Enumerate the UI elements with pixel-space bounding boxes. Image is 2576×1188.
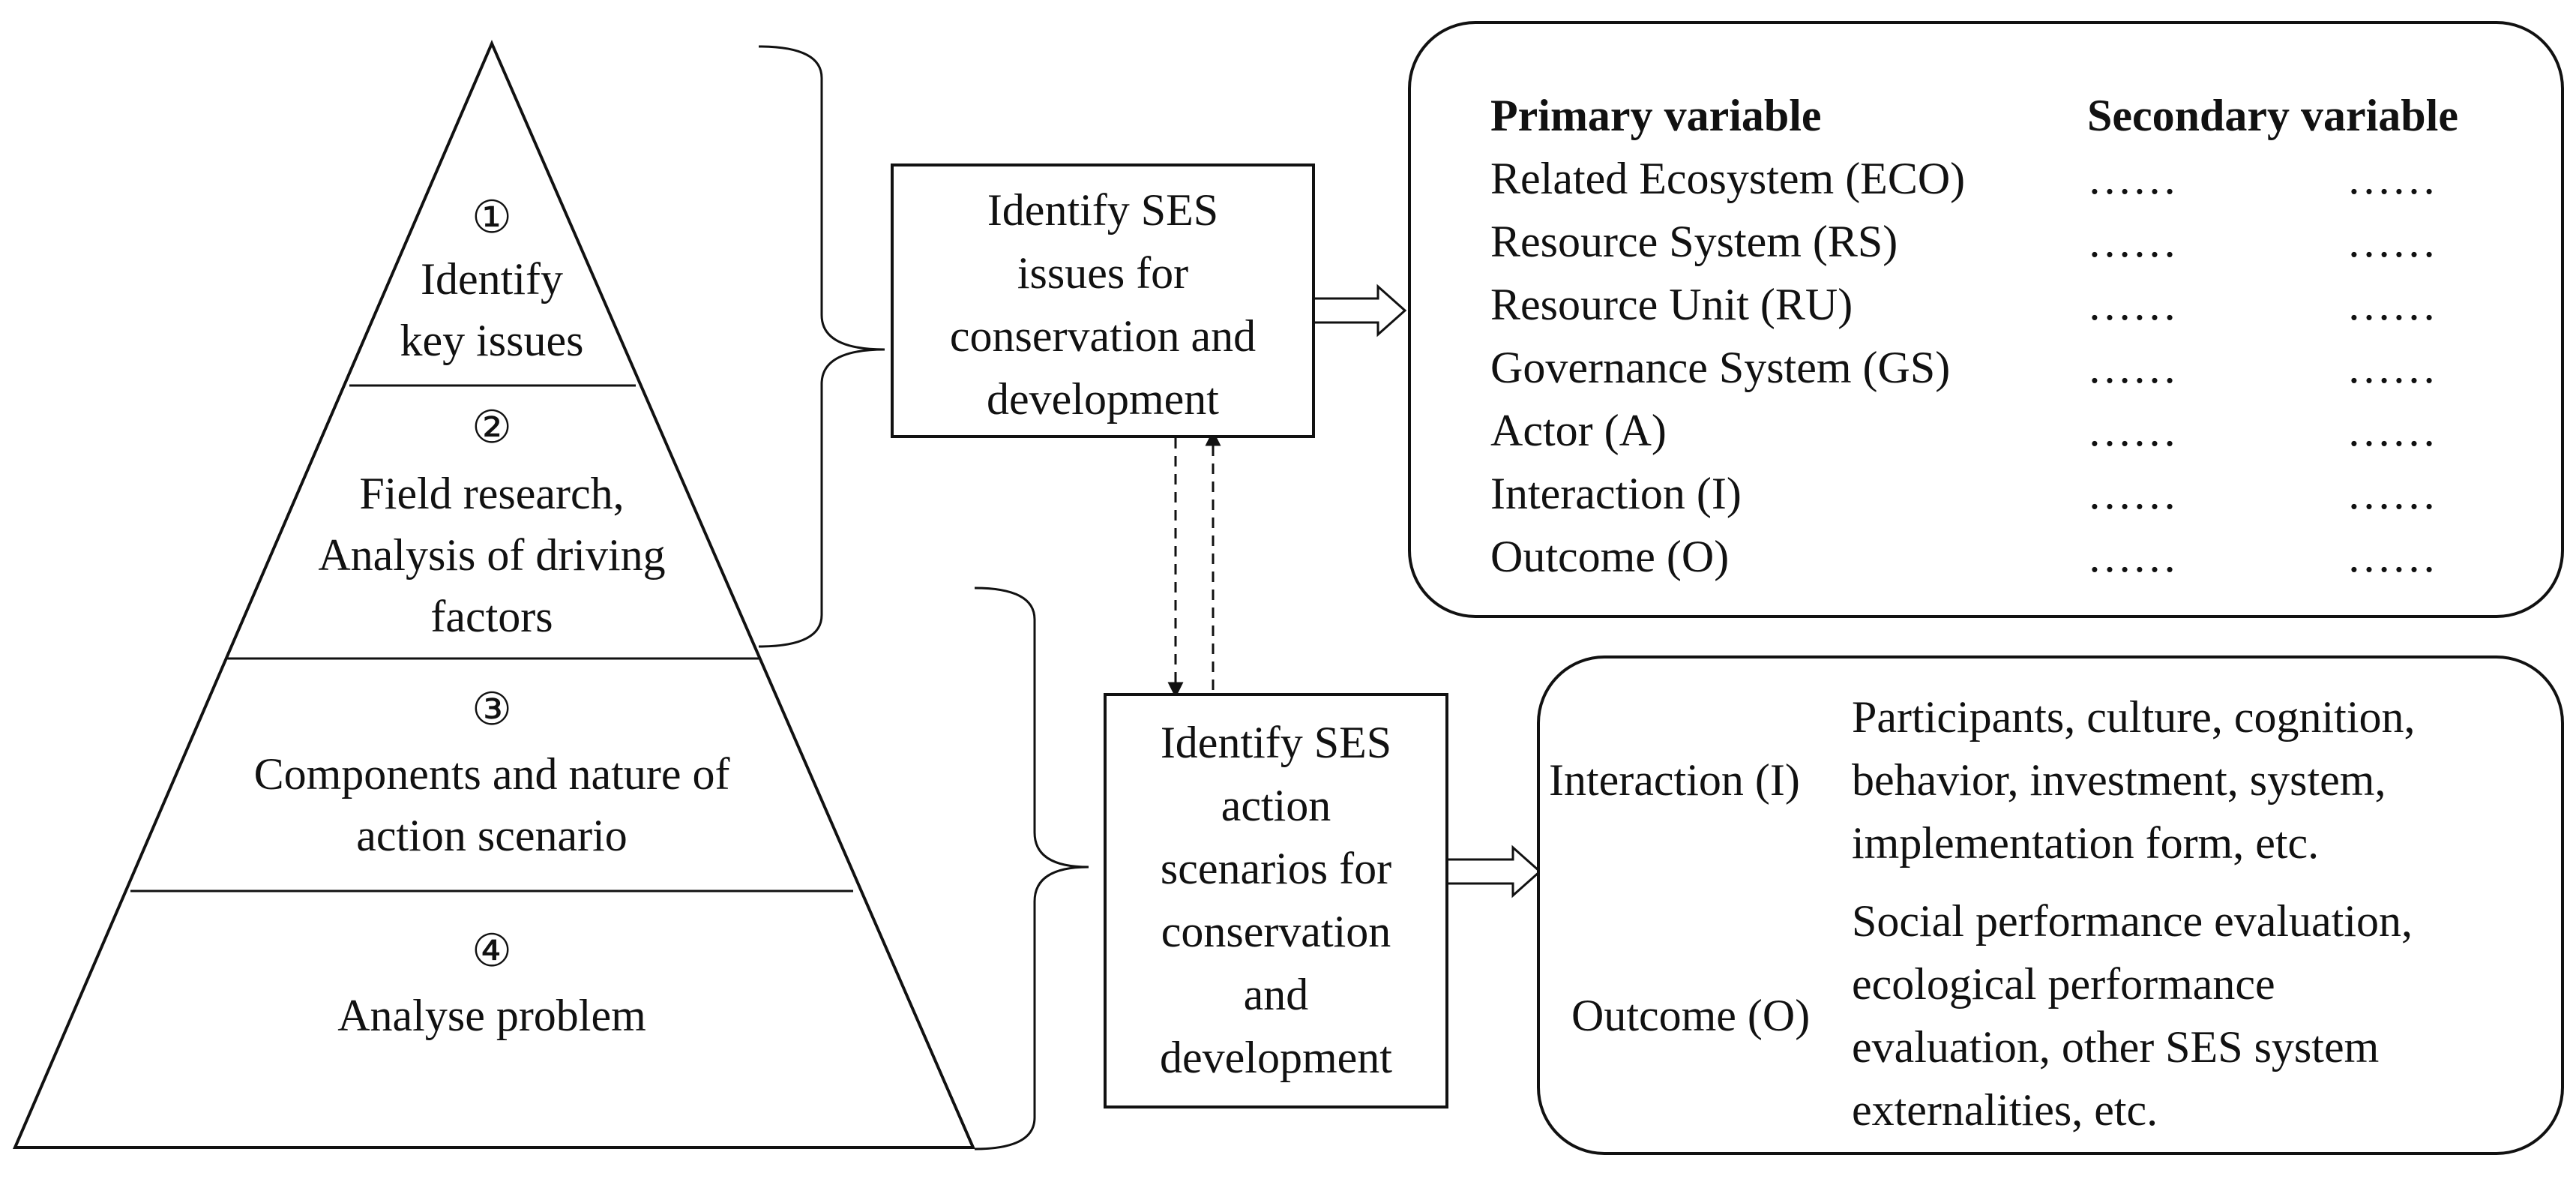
- secondary-dots: ……: [2347, 217, 2437, 266]
- secondary-dots: ……: [2347, 469, 2437, 518]
- issues-box-line: development: [987, 374, 1219, 424]
- secondary-dots: ……: [2087, 154, 2177, 203]
- primary-variable: Related Ecosystem (ECO): [1490, 154, 1966, 203]
- scenarios-box-line: development: [1160, 1033, 1392, 1082]
- pyramid-level-1-line-2: key issues: [400, 316, 584, 365]
- issues-box-line: conservation and: [949, 311, 1257, 361]
- pyramid-level-1-number: ①: [472, 193, 512, 242]
- primary-variable: Outcome (O): [1490, 532, 1730, 581]
- header-primary-variable: Primary variable: [1490, 91, 1822, 140]
- secondary-dots: ……: [2087, 532, 2177, 581]
- secondary-dots: ……: [2347, 406, 2437, 455]
- pyramid-level-3-line-1: Components and nature of: [253, 749, 730, 799]
- primary-variable: Governance System (GS): [1490, 343, 1951, 392]
- secondary-dots: ……: [2347, 343, 2437, 392]
- issues-box-line: issues for: [1017, 248, 1189, 298]
- pyramid-level-3-line-2: action scenario: [356, 811, 628, 860]
- pyramid-level-2-line-3: factors: [430, 592, 553, 641]
- header-secondary-variable: Secondary variable: [2087, 91, 2458, 140]
- scenario-panel: [1537, 656, 2564, 1155]
- interaction-detail-line: Participants, culture, cognition,: [1852, 692, 2416, 742]
- lower-brace: [974, 586, 1089, 1150]
- interaction-detail-line: implementation form, etc.: [1852, 818, 2320, 868]
- scenarios-box-line: action: [1221, 781, 1331, 830]
- secondary-dots: ……: [2087, 406, 2177, 455]
- pyramid-level-4-line-1: Analyse problem: [337, 991, 646, 1040]
- scenarios-box-line: and: [1243, 970, 1309, 1019]
- outcome-label: Outcome (O): [1571, 991, 1811, 1040]
- right-arrow-upper: [1310, 284, 1407, 338]
- upper-brace: [758, 45, 885, 648]
- pyramid-level-4-number: ④: [472, 926, 512, 976]
- scenarios-box: Identify SES action scenarios for conser…: [1104, 693, 1448, 1108]
- interaction-label: Interaction (I): [1549, 755, 1800, 805]
- secondary-dots: ……: [2347, 532, 2437, 581]
- secondary-dots: ……: [2087, 469, 2177, 518]
- secondary-dots: ……: [2347, 154, 2437, 203]
- issues-box: Identify SES issues for conservation and…: [891, 164, 1315, 438]
- outcome-detail-line: Social performance evaluation,: [1852, 896, 2413, 946]
- pyramid-level-2-line-1: Field research,: [359, 469, 625, 518]
- outcome-detail-line: externalities, etc.: [1852, 1085, 2158, 1135]
- secondary-dots: ……: [2087, 280, 2177, 329]
- secondary-dots: ……: [2087, 217, 2177, 266]
- pyramid: [12, 39, 976, 1149]
- primary-variable: Resource Unit (RU): [1490, 280, 1853, 329]
- outcome-detail-line: evaluation, other SES system: [1852, 1022, 2380, 1072]
- pyramid-level-3-number: ③: [472, 685, 512, 734]
- primary-variable: Interaction (I): [1490, 469, 1742, 518]
- pyramid-level-1-line-1: Identify: [421, 254, 563, 304]
- scenarios-box-line: conservation: [1161, 907, 1391, 956]
- secondary-dots: ……: [2087, 343, 2177, 392]
- secondary-dots: ……: [2347, 280, 2437, 329]
- issues-box-line: Identify SES: [987, 185, 1219, 235]
- scenarios-box-line: scenarios for: [1160, 844, 1392, 893]
- primary-variable: Actor (A): [1490, 406, 1667, 455]
- interaction-detail-line: behavior, investment, system,: [1852, 755, 2386, 805]
- pyramid-level-2-line-2: Analysis of driving: [318, 530, 666, 580]
- scenarios-box-line: Identify SES: [1160, 718, 1392, 767]
- outcome-detail-line: ecological performance: [1852, 959, 2275, 1009]
- primary-variable: Resource System (RS): [1490, 217, 1898, 266]
- variables-panel: [1408, 21, 2564, 618]
- right-arrow-lower: [1445, 844, 1542, 898]
- pyramid-level-2-number: ②: [472, 403, 512, 452]
- pyramid-outline: [12, 39, 976, 1149]
